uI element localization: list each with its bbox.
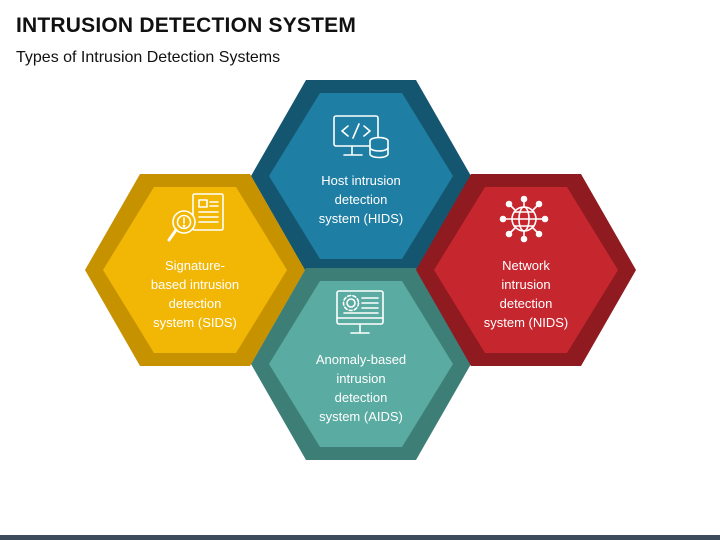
page-subtitle: Types of Intrusion Detection Systems (16, 49, 281, 66)
aids-label: Anomaly-based intrusion detection system (A… (295, 350, 427, 426)
aids-label-line: system (AIDS) (319, 409, 403, 424)
sids-label-line: detection (168, 296, 222, 311)
aids-label-line: intrusion (336, 371, 386, 386)
hids-label-line: Host intrusion (321, 173, 401, 188)
nids-label-line: intrusion (501, 277, 551, 292)
code-monitor-database-icon (333, 115, 389, 159)
sids-label-line: based intrusion (150, 277, 240, 292)
hex-hids (251, 80, 471, 272)
aids-label-line: Anomaly-based (315, 352, 407, 367)
sids-label-line: Signature- (165, 258, 225, 273)
sids-label: Signature-based intrusion detection system… (129, 256, 261, 332)
hex-nids (416, 174, 636, 366)
hex-sids (85, 174, 305, 366)
hex-aids (251, 268, 471, 460)
hids-label-line: system (HIDS) (318, 211, 404, 226)
nids-label-line: system (NIDS) (483, 315, 569, 330)
nids-label-line: detection (499, 296, 553, 311)
sids-label-line: system (SIDS) (153, 315, 237, 330)
footer-bar (0, 535, 720, 540)
hids-label-line: detection (334, 192, 388, 207)
aids-label-line: detection (334, 390, 388, 405)
settings-monitor-icon (336, 290, 384, 334)
document-magnifier-icon (167, 193, 224, 242)
network-globe-icon (499, 195, 549, 243)
hids-label: Host intrusion detection system (HIDS) (295, 171, 427, 228)
nids-label: Network intrusion detection system (NIDS) (460, 256, 592, 332)
page-title: INTRUSION DETECTION SYSTEM (16, 14, 357, 37)
nids-label-line: Network (502, 258, 550, 273)
